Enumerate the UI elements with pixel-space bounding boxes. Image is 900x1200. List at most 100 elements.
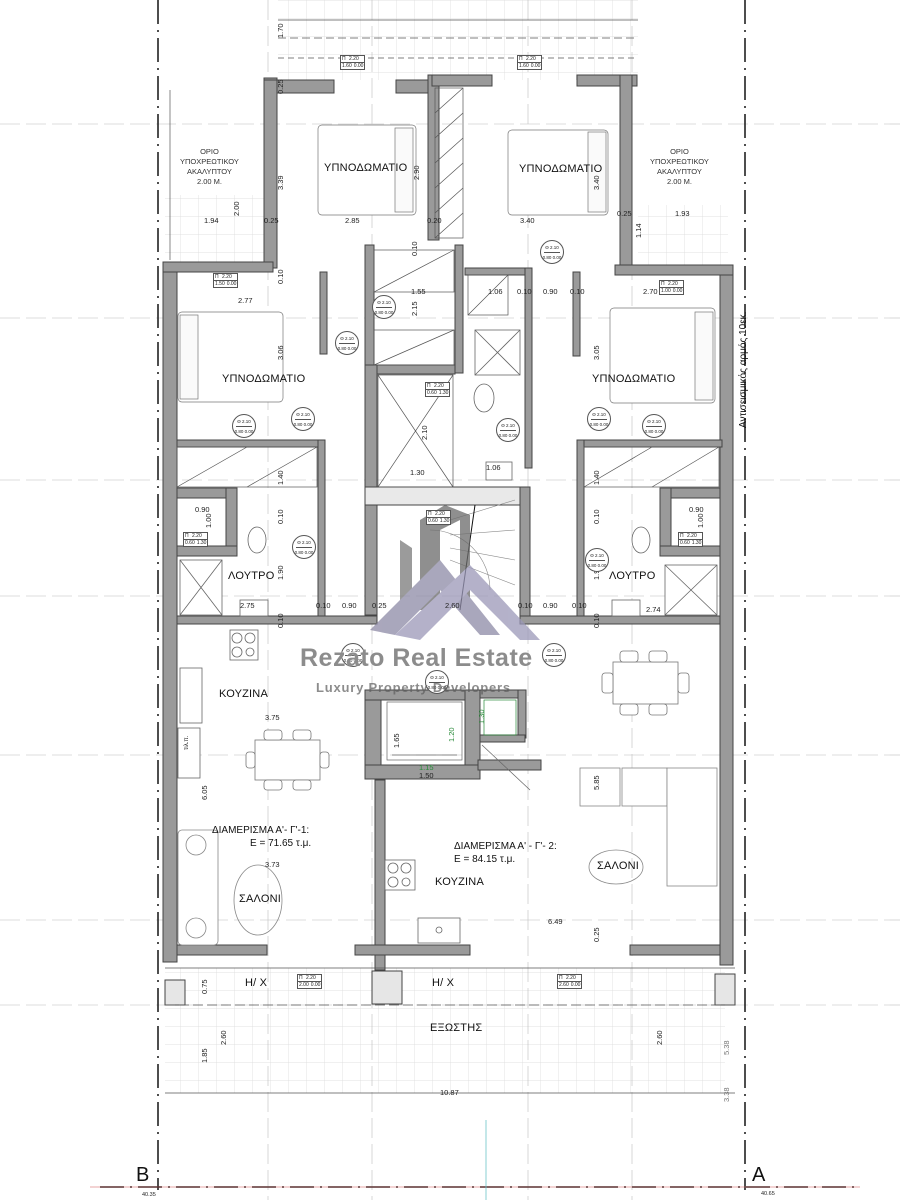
dim: 0.75 — [200, 979, 209, 994]
dining-tables — [245, 650, 690, 791]
dim: 2.10 — [420, 425, 429, 440]
dim: 1.14 — [634, 223, 643, 238]
dim: 1.94 — [204, 216, 219, 225]
dim: 3.40 — [592, 175, 601, 190]
elevation-mark-right: 40.65 — [761, 1191, 775, 1197]
dim: 1.30 — [410, 468, 425, 477]
room-label-bedroom-top-left: ΥΠΝΟΔΩΜΑΤΙΟ — [324, 162, 408, 174]
dim: 2.70 — [643, 287, 658, 296]
dim: 0.90 — [543, 287, 558, 296]
dim: 3.05 — [592, 345, 601, 360]
dim: 1.06 — [488, 287, 503, 296]
room-label-kitchen-right: ΚΟΥΖΙΝΑ — [435, 876, 484, 888]
dim: 1.65 — [392, 733, 401, 748]
setback-note-left: ΟΡΙΟ ΥΠΟΧΡΕΩΤΙΚΟΥ ΑΚΑΛΥΠΤΟΥ 2.00 Μ. — [180, 147, 239, 186]
room-label-bath-left: ΛΟΥΤΡΟ — [228, 570, 275, 582]
dim: 5.85 — [592, 775, 601, 790]
dim: 1.93 — [675, 209, 690, 218]
apartment-2-area: Ε = 84.15 τ.μ. — [454, 854, 516, 865]
wardrobes — [176, 87, 720, 488]
dim: 0.10 — [570, 287, 585, 296]
dim: 1.55 — [411, 287, 426, 296]
dim: 0.25 — [264, 216, 279, 225]
axis-label-a: A — [752, 1164, 766, 1186]
setback-note-right: ΟΡΙΟ ΥΠΟΧΡΕΩΤΙΚΟΥ ΑΚΑΛΥΠΤΟΥ 2.00 Μ. — [650, 147, 709, 186]
dim: 1.20 — [447, 727, 456, 742]
dim: 6.05 — [200, 785, 209, 800]
dim: 6.49 — [548, 917, 563, 926]
dim: 1.00 — [696, 513, 705, 528]
dim: 3.75 — [265, 713, 280, 722]
dim: 3.73 — [265, 860, 280, 869]
dim: 2.85 — [345, 216, 360, 225]
room-label-living-right: ΣΑΛΟΝΙ — [597, 860, 640, 872]
room-label-bedroom-mid-right: ΥΠΝΟΔΩΜΑΤΙΟ — [592, 373, 676, 385]
dim: 0.10 — [592, 509, 601, 524]
dim: 2.90 — [412, 165, 421, 180]
room-label-ac-right: Η/ Χ — [432, 977, 455, 989]
dim: 1.50 — [419, 771, 434, 780]
apartment-2-label: ΔΙΑΜΕΡΙΣΜΑ Α' - Γ'- 2: Ε = 84.15 τ.μ. — [454, 840, 557, 866]
dim: 0.10 — [276, 613, 285, 628]
railings — [165, 19, 735, 1094]
room-label-bedroom-mid-left: ΥΠΝΟΔΩΜΑΤΙΟ — [222, 373, 306, 385]
dim: 0.20 — [427, 216, 442, 225]
dim: 0.10 — [316, 601, 331, 610]
dim: 1.00 — [204, 513, 213, 528]
dim: 2.60 — [219, 1030, 228, 1045]
fixtures — [177, 329, 718, 944]
dim: 1.85 — [200, 1048, 209, 1063]
sofas — [177, 767, 718, 946]
room-label-balcony: ΕΞΩΣΤΗΣ — [430, 1022, 483, 1034]
dim: 0.10 — [517, 287, 532, 296]
fridge-label: τιλ.π. — [184, 735, 190, 750]
watermark-tagline: Luxury Property Developers — [316, 680, 511, 695]
axis-label-b: B — [136, 1164, 150, 1186]
elevation-mark-left: 40.35 — [142, 1192, 156, 1198]
dim: 3.06 — [276, 345, 285, 360]
dim: 1.90 — [276, 565, 285, 580]
dim: 10.87 — [440, 1088, 459, 1097]
dim: 2.60 — [655, 1030, 664, 1045]
dim: 0.25 — [592, 927, 601, 942]
dim: 0.10 — [518, 601, 533, 610]
dim: 0.10 — [592, 613, 601, 628]
dim: 2.15 — [410, 301, 419, 316]
dim: 0.25 — [617, 209, 632, 218]
apartment-2-title: ΔΙΑΜΕΡΙΣΜΑ Α' - Γ'- 2: — [454, 841, 557, 852]
walls — [162, 74, 736, 1006]
dim: 3.39 — [276, 175, 285, 190]
dim: 0.90 — [342, 601, 357, 610]
apartment-1-title: ΔΙΑΜΕΡΙΣΜΑ Α'- Γ'-1: — [211, 825, 310, 836]
dim: 0.10 — [276, 269, 285, 284]
dim: 0.10 — [572, 601, 587, 610]
dim: 2.00 — [232, 201, 241, 216]
dim: 1.70 — [276, 23, 285, 38]
dim: 1.06 — [486, 463, 501, 472]
dim: 2.75 — [240, 601, 255, 610]
room-label-bath-right: ΛΟΥΤΡΟ — [609, 570, 656, 582]
dim: 5.38 — [722, 1040, 731, 1055]
watermark-logo-icon — [370, 505, 540, 640]
watermark-brand: Rezato Real Estate — [300, 644, 533, 672]
elevator — [386, 699, 531, 791]
